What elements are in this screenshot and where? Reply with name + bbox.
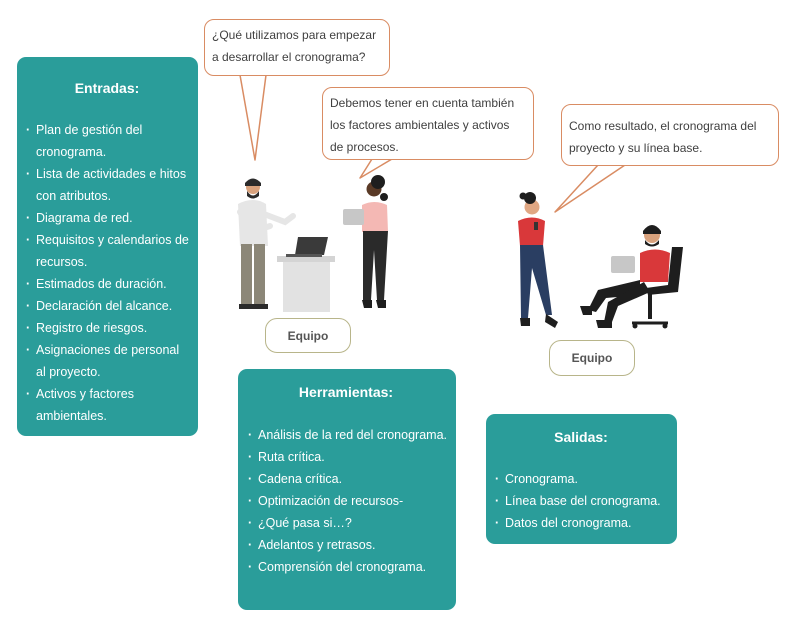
- inputs-panel-title: Entradas:: [74, 80, 140, 96]
- outputs-panel-title: Salidas:: [554, 429, 608, 445]
- bubble-tail-question: [239, 74, 267, 161]
- list-item: Registro de riesgos.: [22, 317, 192, 339]
- bubble-tail-result: [554, 164, 626, 213]
- list-item: Optimización de recursos-: [244, 490, 448, 512]
- list-item: Datos del cronograma.: [491, 512, 671, 534]
- speech-bubble-result: Como resultado, el cronograma del proyec…: [561, 104, 779, 166]
- bubble-result-text: Como resultado, el cronograma del proyec…: [569, 119, 757, 155]
- list-item: Comprensión del cronograma.: [244, 556, 448, 578]
- tools-list: Análisis de la red del cronograma. Ruta …: [244, 424, 448, 578]
- inputs-panel: Entradas: Plan de gestión del cronograma…: [17, 57, 198, 436]
- woman-with-laptop-figure: [343, 175, 388, 308]
- tools-panel-title: Herramientas:: [298, 384, 394, 400]
- team-tag-right-label: Equipo: [571, 351, 613, 365]
- team-tag-right: Equipo: [549, 340, 635, 376]
- outputs-list: Cronograma. Línea base del cronograma. D…: [491, 468, 671, 534]
- list-item: Análisis de la red del cronograma.: [244, 424, 448, 446]
- tools-panel: Herramientas: Análisis de la red del cro…: [238, 369, 456, 610]
- speech-bubble-question: ¿Qué utilizamos para empezar a desarroll…: [204, 19, 390, 76]
- list-item: Diagrama de red.: [22, 207, 192, 229]
- bubble-tail-answer: [359, 158, 393, 179]
- list-item: Adelantos y retrasos.: [244, 534, 448, 556]
- list-item: Activos y factores ambientales.: [22, 383, 192, 427]
- woman-with-phone-figure: [518, 192, 558, 328]
- list-item: Estimados de duración.: [22, 273, 192, 295]
- podium-with-laptop: [277, 237, 335, 312]
- list-item: Declaración del alcance.: [22, 295, 192, 317]
- team-tag-left-label: Equipo: [287, 328, 329, 343]
- list-item: Plan de gestión del cronograma.: [22, 119, 192, 163]
- bubble-question-text: ¿Qué utilizamos para empezar a desarroll…: [212, 28, 377, 64]
- team-tag-left: Equipo: [265, 318, 351, 353]
- man-in-chair-figure: [580, 225, 683, 329]
- outputs-panel: Salidas: Cronograma. Línea base del cron…: [486, 414, 677, 544]
- list-item: Línea base del cronograma.: [491, 490, 671, 512]
- speech-bubble-answer: Debemos tener en cuenta también los fact…: [322, 87, 534, 160]
- list-item: Requisitos y calendarios de recursos.: [22, 229, 192, 273]
- list-item: Lista de actividades e hitos con atribut…: [22, 163, 192, 207]
- list-item: Cronograma.: [491, 468, 671, 490]
- inputs-list: Plan de gestión del cronograma. Lista de…: [22, 119, 192, 427]
- list-item: Ruta crítica.: [244, 446, 448, 468]
- bubble-answer-text: Debemos tener en cuenta también los fact…: [330, 96, 515, 154]
- man-standing-figure: [237, 178, 296, 309]
- list-item: ¿Qué pasa si…?: [244, 512, 448, 534]
- list-item: Asignaciones de personal al proyecto.: [22, 339, 192, 383]
- list-item: Cadena crítica.: [244, 468, 448, 490]
